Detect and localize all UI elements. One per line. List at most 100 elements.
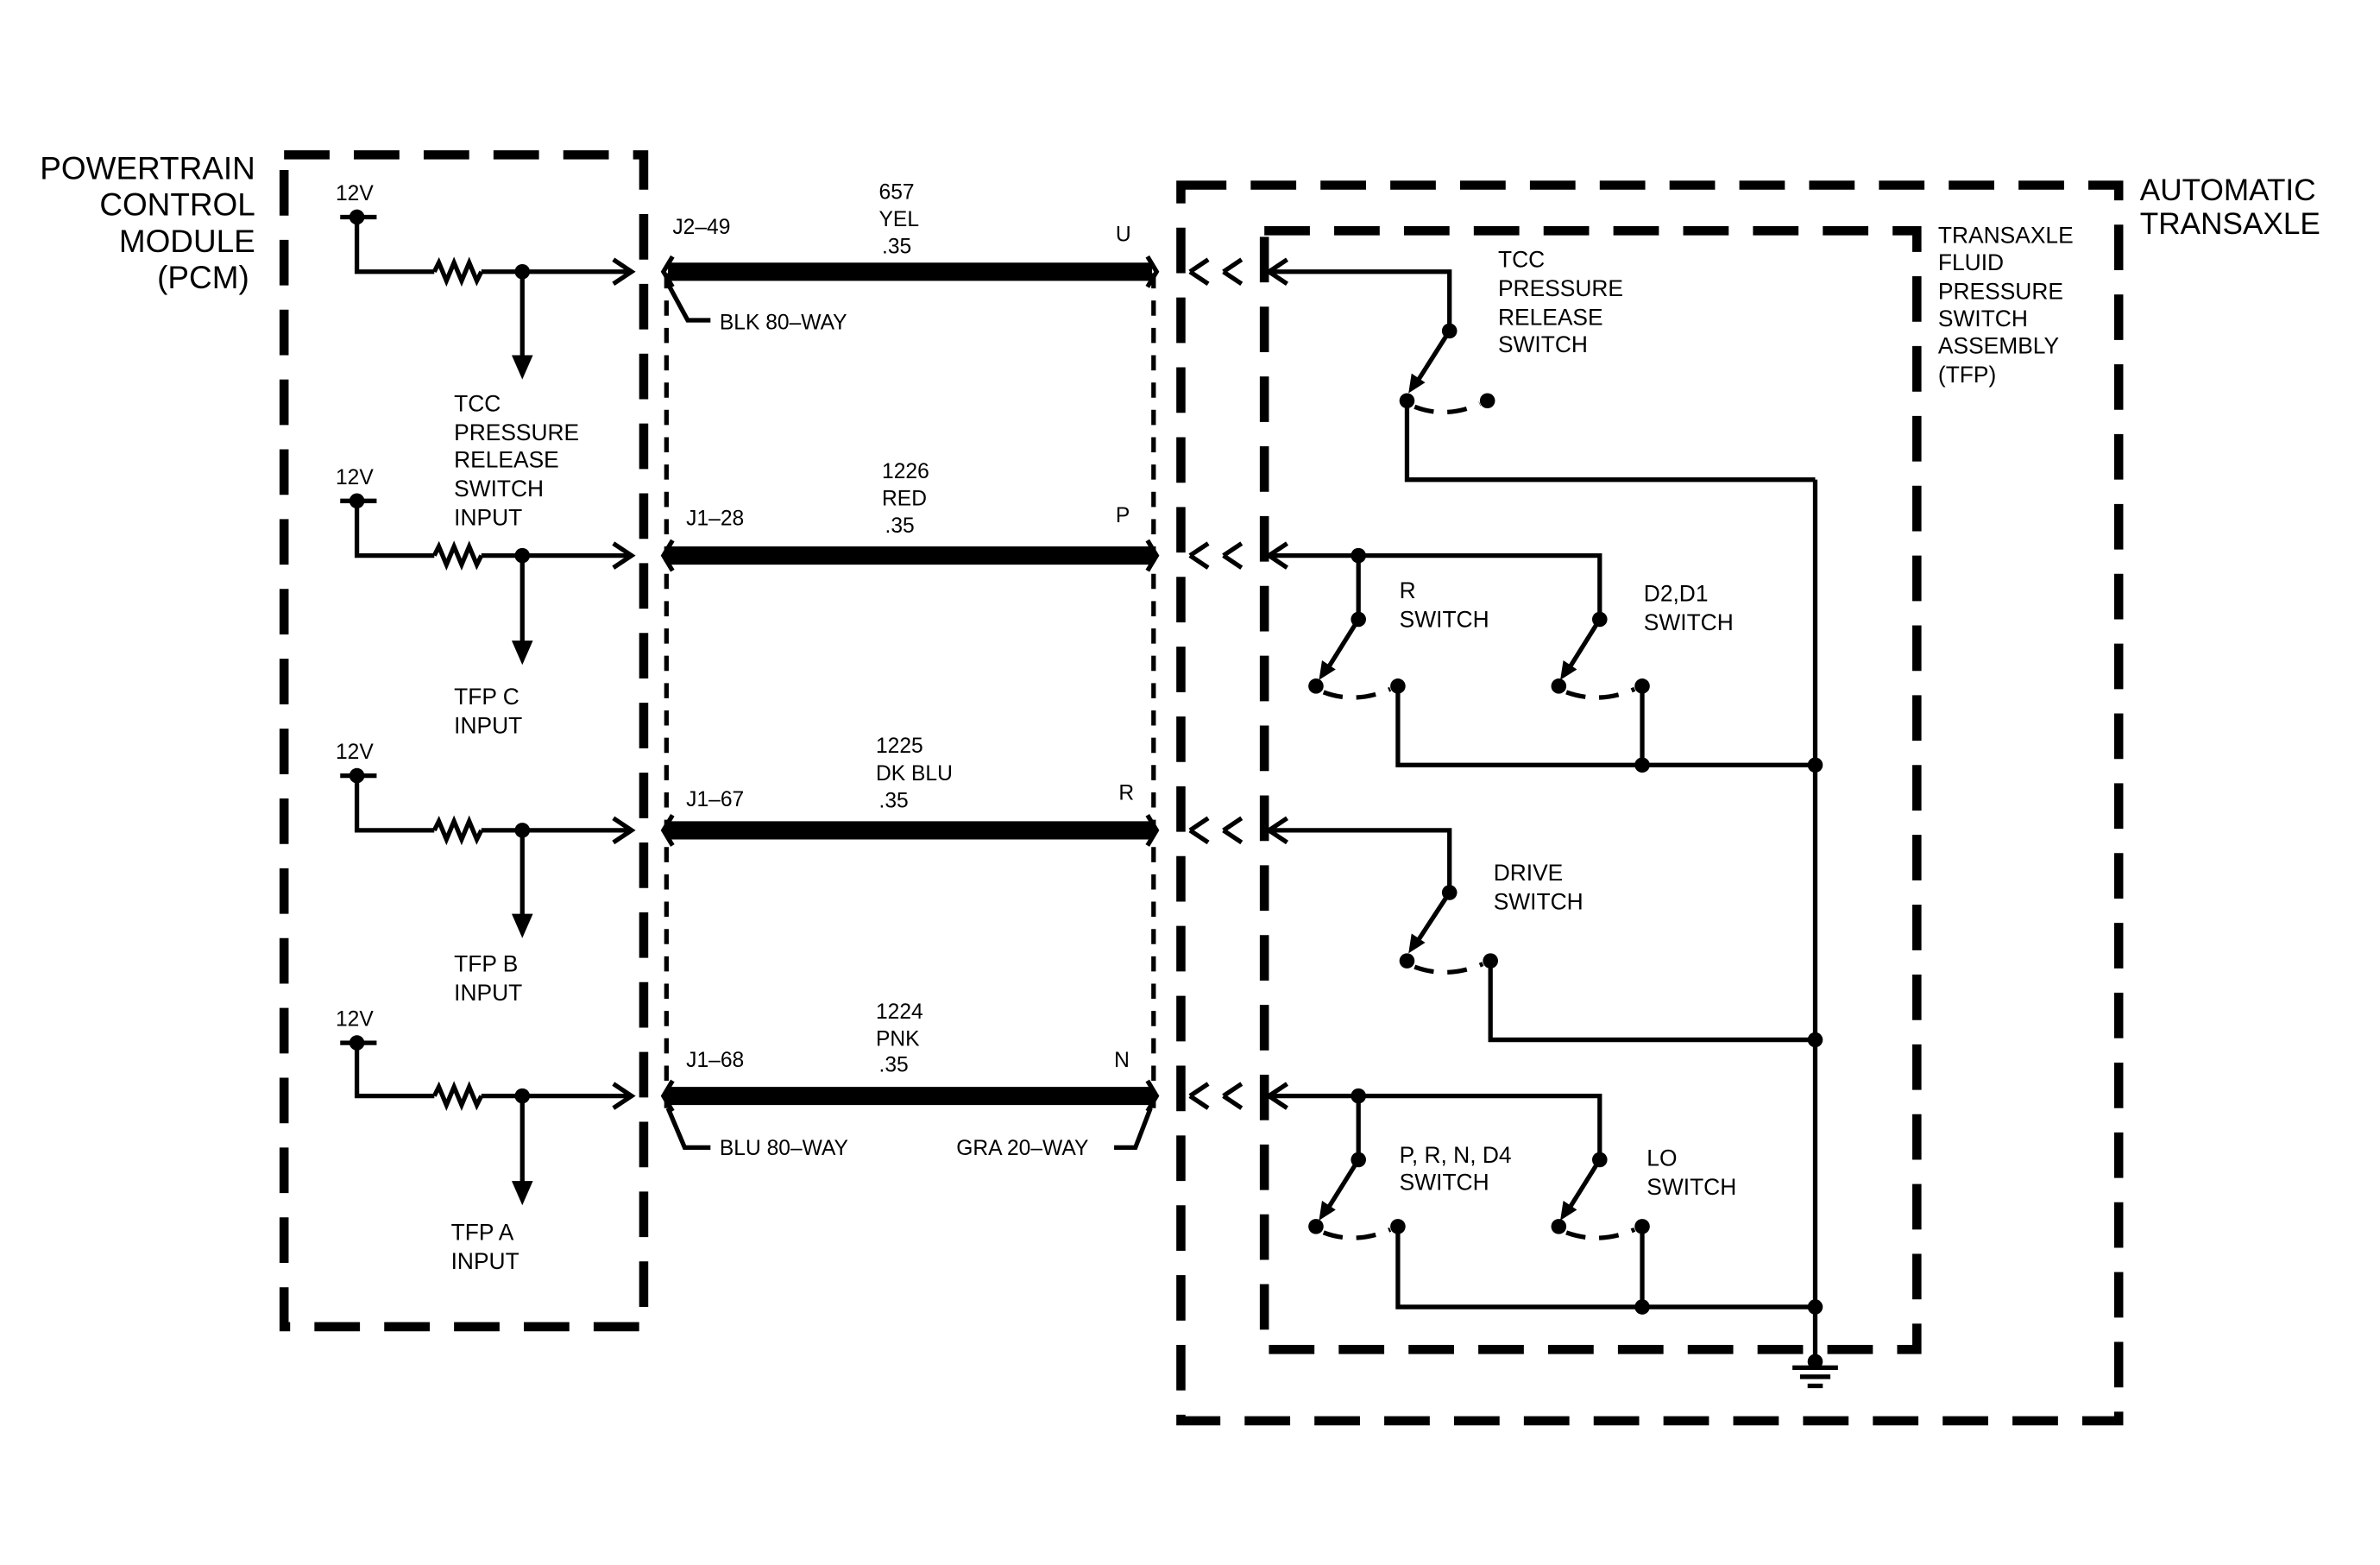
switch-actuator-link [1414, 962, 1484, 975]
harness-wire-3: J1–67 1225 DK BLU .35 R [660, 735, 1160, 847]
lo-switch: LO SWITCH [1551, 1145, 1736, 1240]
tfp-assembly-line: ASSEMBLY [1938, 333, 2059, 359]
switch-actuator-link [1565, 686, 1636, 700]
switch-label: DRIVE [1494, 860, 1564, 886]
connector-callout-blk: BLK 80–WAY [665, 282, 847, 335]
pull-up-wire [340, 773, 435, 833]
switch-blade [1325, 1158, 1361, 1210]
pcm-input-circuit-4: 12V TFP A INPUT [336, 1008, 636, 1274]
wire-gauge: .35 [882, 236, 911, 259]
switch-blade-arrowhead [1408, 933, 1426, 954]
ground-node [1807, 1354, 1823, 1370]
switch-label: SWITCH [1498, 331, 1588, 357]
junction-node [1634, 757, 1650, 773]
callout-leader [1114, 1107, 1153, 1151]
terminal-arrow [1188, 541, 1244, 570]
switch-label: SWITCH [1494, 888, 1584, 914]
pcm-pin-label: J1–67 [686, 788, 744, 811]
pcm-title-line: CONTROL [99, 187, 255, 223]
supply-12v-label: 12V [336, 182, 374, 205]
switch-blade [1415, 329, 1451, 382]
pull-up-resistor [431, 815, 484, 846]
switch-actuator-link [1322, 1227, 1392, 1240]
switch-label: RELEASE [1498, 304, 1603, 330]
terminal-arrow [1267, 257, 1289, 1110]
pull-up-resistor [431, 256, 484, 287]
drive-switch: DRIVE SWITCH [1269, 828, 1823, 1048]
tfp-assembly-line: FLUID [1938, 249, 2004, 275]
pcm-pin-bracket [660, 539, 675, 572]
supply-12v-label: 12V [336, 741, 374, 764]
switch-return-wire [1404, 401, 1816, 483]
transaxle-title-line: TRANSAXLE [2140, 207, 2320, 241]
pcm-title: POWERTRAIN CONTROL MODULE (PCM) [40, 151, 255, 296]
input-label-line: INPUT [454, 980, 522, 1006]
pcm-title-line: (PCM) [157, 260, 249, 295]
r-switch: R SWITCH [1308, 577, 1489, 700]
pull-up-resistor [431, 1081, 484, 1112]
row2-feed [1269, 547, 1602, 618]
input-label-tcc: TCC PRESSURE RELEASE SWITCH INPUT [454, 391, 579, 531]
switch-contact [1308, 678, 1324, 694]
pcm-pin-label: J1–28 [686, 507, 744, 530]
input-label-line: SWITCH [454, 476, 544, 502]
tfp-assembly-label: TRANSAXLE FLUID PRESSURE SWITCH ASSEMBLY… [1938, 222, 2074, 388]
transaxle-pin-label: N [1114, 1049, 1130, 1072]
input-label-line: TFP B [454, 950, 518, 976]
tfp-assembly-boundary [1259, 226, 1922, 1354]
connector-callout-gra: GRA 20–WAY [956, 1107, 1153, 1160]
switch-label: D2,D1 [1644, 580, 1709, 606]
wire-color: RED [882, 488, 927, 511]
switch-contact [1479, 393, 1495, 409]
input-arrow [612, 1082, 636, 1110]
prnd4-switch: P, R, N, D4 SWITCH [1308, 1142, 1512, 1240]
switch-label: TCC [1498, 246, 1545, 272]
pull-up-wire [340, 1040, 435, 1099]
input-label-tfp-a: TFP A INPUT [451, 1220, 519, 1274]
terminal-arrow [1188, 257, 1244, 287]
tfp-switch-network: TCC PRESSURE RELEASE SWITCH R SWITCH [1269, 246, 1838, 1389]
sense-arrowhead [511, 1181, 533, 1206]
junction-node [1807, 1032, 1823, 1048]
callout-leader [665, 1107, 711, 1151]
circuit-number: 1224 [876, 1000, 923, 1024]
switch-return-wire [1488, 961, 1816, 1043]
switch-wire [1269, 269, 1452, 330]
junction-node [1351, 1088, 1366, 1104]
connector-label: BLU 80–WAY [720, 1137, 848, 1160]
switch-label: SWITCH [1400, 606, 1489, 632]
harness-wire-1: J2–49 657 YEL .35 U [660, 180, 1160, 288]
input-arrow [612, 816, 636, 845]
switch-blade-arrowhead [1560, 659, 1577, 680]
pcm-module: POWERTRAIN CONTROL MODULE (PCM) [40, 150, 649, 1332]
transaxle: AUTOMATIC TRANSAXLE TRANSAXLE FLUID PRES… [1176, 174, 2320, 1426]
wire-color: YEL [879, 208, 920, 231]
transaxle-pin-bracket [1145, 1079, 1160, 1113]
switch-blade [1325, 618, 1361, 670]
switch-blade [1567, 618, 1602, 670]
input-arrow [612, 541, 636, 570]
circuit-number: 657 [879, 180, 915, 204]
switch-wire [1269, 1093, 1602, 1158]
terminal-arrow [1188, 1082, 1244, 1110]
supply-12v-label: 12V [336, 1008, 374, 1032]
row4-return [1395, 1226, 1823, 1315]
pcm-pin-label: J1–68 [686, 1049, 744, 1072]
pcm-title-line: POWERTRAIN [40, 151, 255, 186]
tfp-assembly-line: (TFP) [1938, 362, 1996, 388]
pcm-pin-bracket [660, 813, 675, 847]
switch-contact [1551, 678, 1567, 694]
switch-blade [1415, 891, 1451, 943]
switch-blade-arrowhead [1319, 659, 1336, 680]
input-label-line: PRESSURE [454, 420, 579, 445]
transaxle-boundary [1176, 180, 2124, 1426]
switch-wire [1269, 552, 1602, 618]
harness-wire-2: J1–28 1226 RED .35 P [660, 460, 1160, 572]
junction-node [1634, 1299, 1650, 1315]
switch-blade [1567, 1158, 1602, 1210]
input-label-line: INPUT [451, 1248, 519, 1274]
input-label-line: TFP C [454, 684, 519, 710]
pcm-input-circuit-2: 12V TFP C INPUT [336, 466, 636, 738]
wire-gauge: .35 [879, 1053, 909, 1076]
